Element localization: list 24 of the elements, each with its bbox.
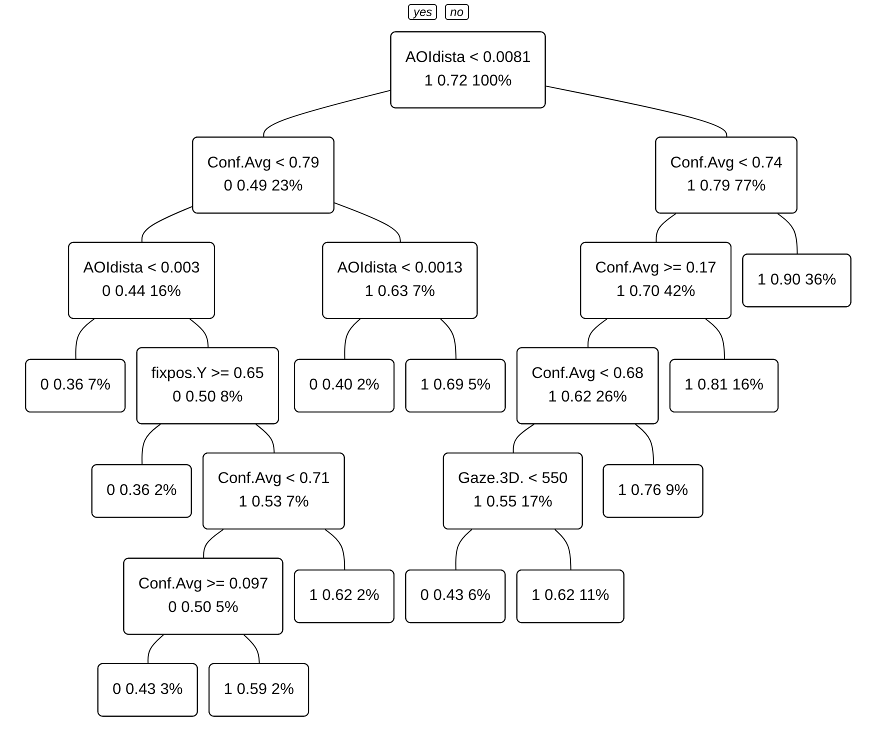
connector [244,634,260,665]
connector [148,634,164,665]
connector [324,529,346,571]
connector [256,424,275,454]
connector [635,424,654,466]
connector [656,213,677,244]
connector [513,424,535,454]
connector [203,529,224,560]
connector [142,424,162,466]
connector [554,529,572,571]
connector [588,318,608,349]
connector [76,318,95,360]
connector [334,202,402,244]
connector [705,318,726,360]
branch-tag: no [445,4,469,20]
connector [546,86,728,138]
connector [142,206,194,244]
connector [456,529,473,571]
connector [440,318,457,360]
connector [190,318,209,349]
connector [344,318,361,360]
connector [263,90,392,138]
connector [777,213,798,256]
branch-tag: yes [408,4,438,20]
